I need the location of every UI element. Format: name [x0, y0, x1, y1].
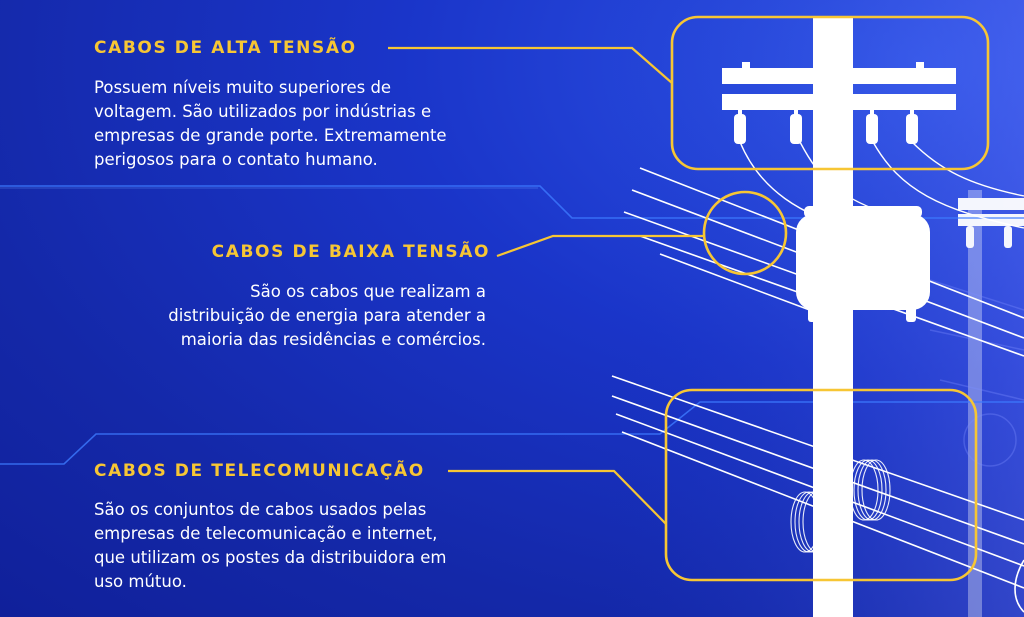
- telecom-line-2: empresas de telecomunicação e internet,: [94, 524, 438, 543]
- low-voltage-title: CABOS DE BAIXA TENSÃO: [211, 242, 490, 262]
- low-voltage-line-1: São os cabos que realizam a: [250, 282, 486, 301]
- cable-coil-icon: [790, 459, 891, 553]
- high-voltage-line-2: voltagem. São utilizados por indústrias …: [94, 102, 432, 121]
- circuit-traces: [0, 185, 1024, 465]
- background-structure: [929, 279, 1024, 467]
- low-voltage-circle: [702, 190, 788, 276]
- telecom-line-4: uso mútuo.: [94, 572, 187, 591]
- utility-pole-icon: [722, 18, 956, 617]
- connector-lines: [388, 46, 704, 525]
- high-voltage-title: CABOS DE ALTA TENSÃO: [94, 38, 357, 58]
- cable-curl: [1014, 559, 1024, 613]
- telecom-description: São os conjuntos de cabos usados pelas e…: [94, 498, 446, 594]
- high-voltage-frame: [670, 15, 990, 171]
- telecom-title: CABOS DE TELECOMUNICAÇÃO: [94, 461, 425, 481]
- low-voltage-line-3: maioria das residências e comércios.: [180, 330, 486, 349]
- low-voltage-description: São os cabos que realizam a distribuição…: [168, 280, 486, 352]
- high-voltage-line-3: empresas de grande porte. Extremamente: [94, 126, 447, 145]
- telecom-line-3: que utilizam os postes da distribuidora …: [94, 548, 447, 567]
- telecom-line-1: São os conjuntos de cabos usados pelas: [94, 500, 427, 519]
- transformer-icon: [796, 206, 930, 322]
- high-voltage-description: Possuem níveis muito superiores de volta…: [94, 76, 447, 172]
- telecom-frame: [664, 388, 978, 582]
- highlight-frames: [664, 15, 990, 582]
- high-voltage-line-4: perigosos para o contato humano.: [94, 150, 378, 169]
- high-voltage-line-1: Possuem níveis muito superiores de: [94, 78, 392, 97]
- low-voltage-line-2: distribuição de energia para atender a: [168, 306, 486, 325]
